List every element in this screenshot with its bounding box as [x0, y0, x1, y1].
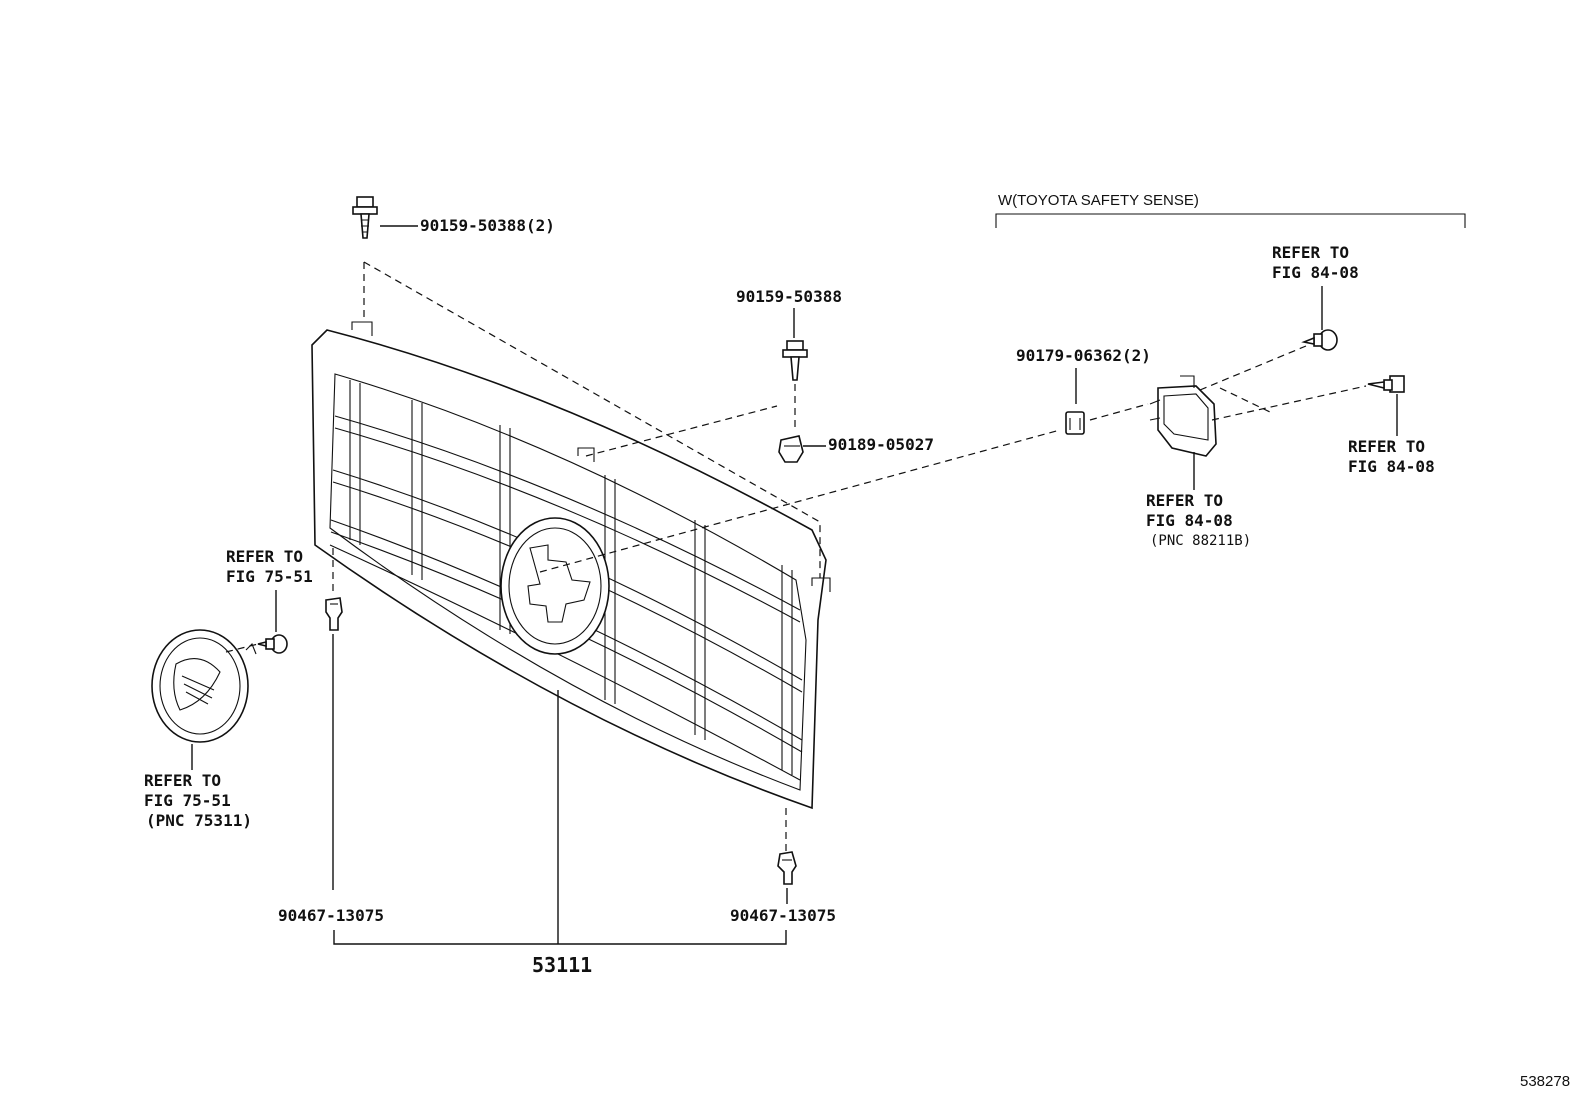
- part-number-bolt-top-left: 90159-50388(2): [420, 216, 555, 235]
- radiator-grille: [311, 321, 831, 810]
- bolt-icon: [782, 340, 808, 381]
- nut-icon: [1065, 411, 1085, 435]
- section-bracket: [995, 213, 1466, 228]
- millimeter-wave-sensor: [1149, 375, 1217, 457]
- refer-right-line2: FIG 84-08: [1348, 457, 1435, 476]
- figure-id: 538278: [1520, 1073, 1570, 1090]
- refer-sensor-line1: REFER TO: [1146, 491, 1223, 510]
- refer-right-line1: REFER TO: [1348, 437, 1425, 456]
- refer-top-right-line1: REFER TO: [1272, 243, 1349, 262]
- refer-emblem-line2: FIG 75-51: [144, 791, 231, 810]
- clip-icon: [777, 851, 797, 885]
- part-number-clip-left: 90467-13075: [278, 906, 384, 925]
- refer-emblem-bolt-line2: FIG 75-51: [226, 567, 313, 586]
- refer-emblem-line3: (PNC 75311): [146, 811, 252, 830]
- part-number-grille: 53111: [532, 953, 592, 977]
- refer-emblem-bolt-line1: REFER TO: [226, 547, 303, 566]
- bolt-icon: [352, 196, 378, 239]
- refer-sensor-line3: (PNC 88211B): [1150, 533, 1251, 549]
- part-number-clip-right: 90467-13075: [730, 906, 836, 925]
- bolt-icon: [1367, 375, 1405, 393]
- refer-emblem-line1: REFER TO: [144, 771, 221, 790]
- part-number-nut-right: 90179-06362(2): [1016, 346, 1151, 365]
- clip-icon: [325, 597, 343, 631]
- refer-top-right-line2: FIG 84-08: [1272, 263, 1359, 282]
- part-number-bolt-center: 90159-50388: [736, 287, 842, 306]
- clip-nut-icon: [778, 435, 804, 463]
- refer-sensor-line2: FIG 84-08: [1146, 511, 1233, 530]
- emblem: [151, 629, 257, 743]
- section-header: W(TOYOTA SAFETY SENSE): [998, 192, 1199, 209]
- grille-bracket: [333, 930, 787, 945]
- part-number-nut-center: 90189-05027: [828, 435, 934, 454]
- bolt-icon: [1301, 329, 1338, 351]
- bolt-icon: [257, 634, 288, 654]
